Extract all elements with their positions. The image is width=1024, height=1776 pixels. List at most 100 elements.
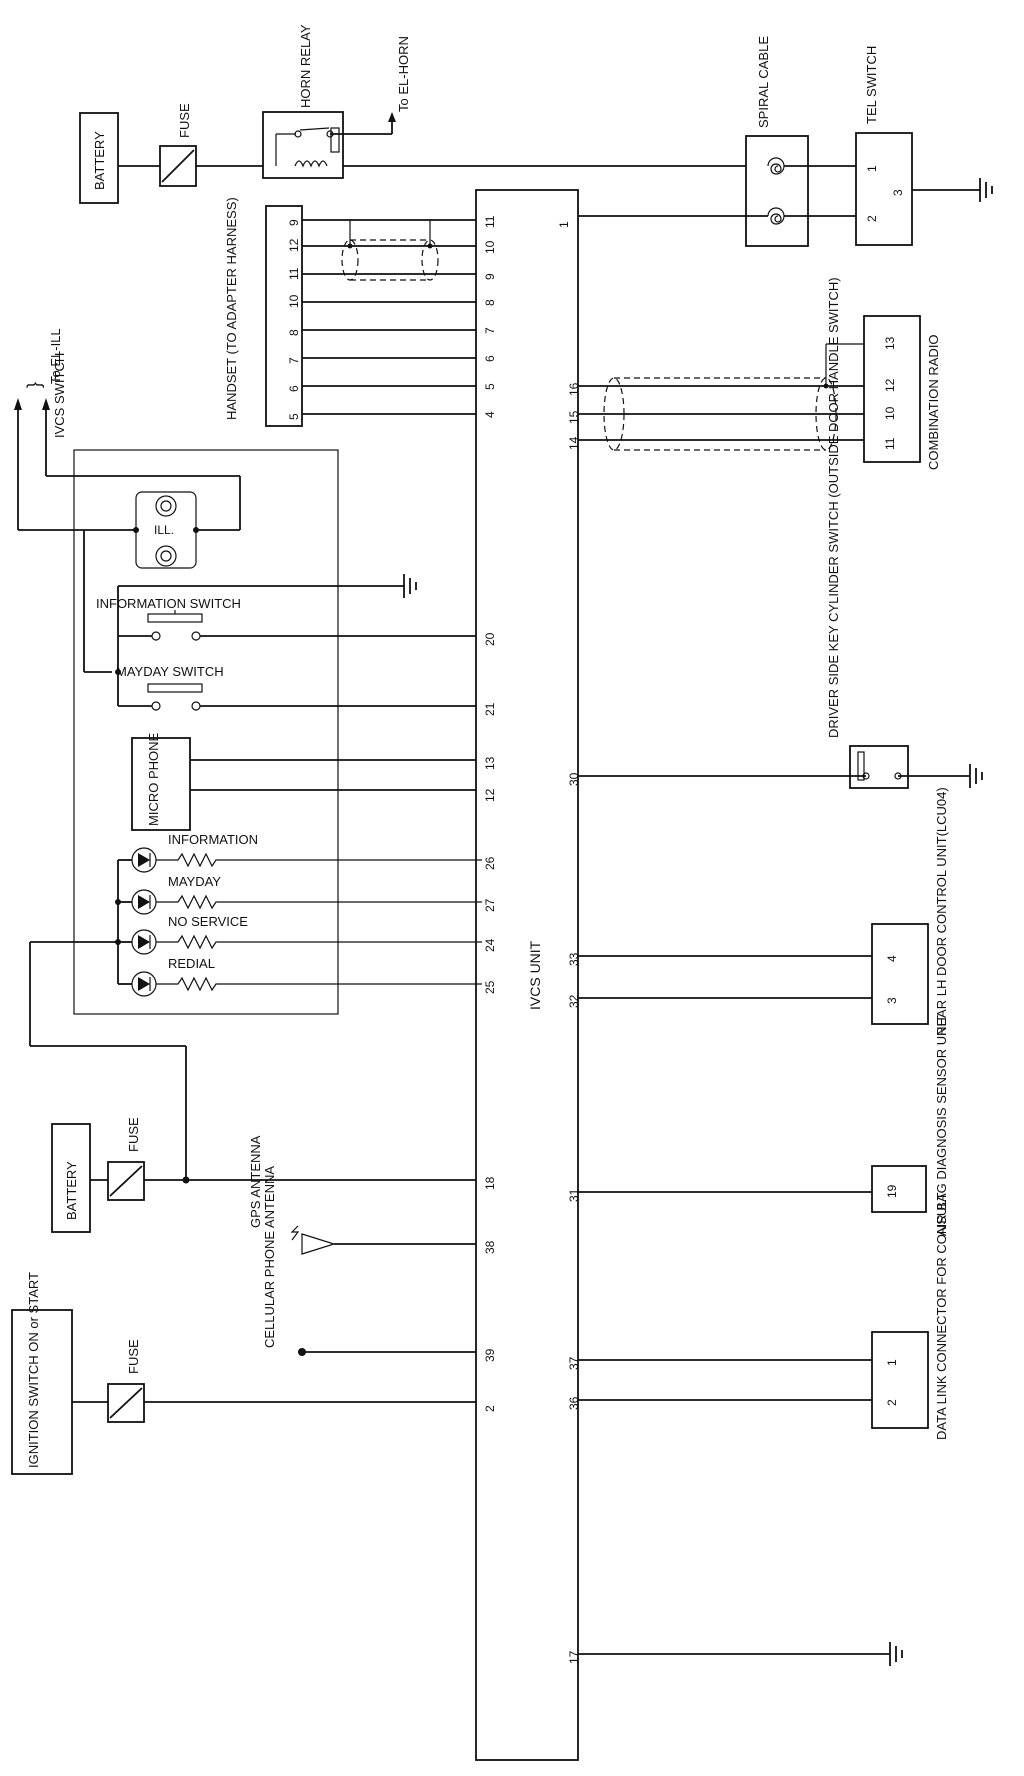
svg-text:8: 8 (483, 299, 497, 306)
rear-lh-door-control-unit: 4 3 REAR LH DOOR CONTROL UNIT(LCU04) (871, 787, 949, 1036)
svg-text:IVCS UNIT: IVCS UNIT (527, 940, 543, 1010)
tel-switch: 1 2 3 TEL SWITCH (855, 46, 913, 246)
svg-text:25: 25 (483, 980, 497, 994)
fuse-top: FUSE (159, 103, 197, 187)
svg-text:BATTERY: BATTERY (64, 1161, 79, 1220)
svg-text:REAR LH DOOR CONTROL UNIT(LCU0: REAR LH DOOR CONTROL UNIT(LCU04) (934, 787, 949, 1036)
svg-text:MICRO PHONE: MICRO PHONE (146, 733, 161, 827)
svg-text:26: 26 (483, 856, 497, 870)
led-indicators: INFORMATION MAYDAY NO SERVICE REDIAL (115, 832, 482, 997)
svg-text:COMBINATION RADIO: COMBINATION RADIO (926, 334, 941, 470)
svg-text:9: 9 (287, 219, 301, 226)
ivcs-switch-box: IVCS SWITCH (52, 353, 339, 1015)
combination-radio: 13 12 10 11 COMBINATION RADIO (863, 315, 941, 470)
svg-text:BATTERY: BATTERY (92, 131, 107, 190)
svg-text:11: 11 (883, 437, 897, 450)
svg-text:21: 21 (483, 702, 497, 716)
svg-text:7: 7 (483, 327, 497, 334)
svg-text:38: 38 (483, 1240, 497, 1254)
svg-text:13: 13 (883, 336, 897, 350)
svg-text:AIR BAG DIAGNOSIS SENSOR UNIT: AIR BAG DIAGNOSIS SENSOR UNIT (934, 1015, 949, 1236)
data-link-connector: 1 2 DATA LINK CONNECTOR FOR CONSULT (871, 1192, 949, 1440)
svg-text:MAYDAY: MAYDAY (168, 874, 221, 889)
svg-text:DATA LINK CONNECTOR FOR CONSUL: DATA LINK CONNECTOR FOR CONSULT (934, 1192, 949, 1440)
ground-icon (979, 178, 993, 202)
svg-text:32: 32 (567, 994, 581, 1008)
svg-text:2: 2 (865, 215, 879, 222)
svg-text:10: 10 (883, 406, 897, 420)
svg-text:MAYDAY SWITCH: MAYDAY SWITCH (116, 664, 224, 679)
ivcs-handset-pins: 11 10 9 8 7 6 5 4 (483, 215, 497, 418)
svg-text:13: 13 (483, 756, 497, 770)
svg-text:To EL-ILL: To EL-ILL (48, 328, 63, 384)
svg-text:16: 16 (567, 382, 581, 396)
svg-text:1: 1 (557, 221, 571, 228)
svg-text:39: 39 (483, 1348, 497, 1362)
svg-text:37: 37 (567, 1356, 581, 1370)
svg-text:14: 14 (567, 436, 581, 450)
horn-relay: HORN RELAY (262, 24, 344, 179)
svg-text:GPS ANTENNA: GPS ANTENNA (248, 1135, 263, 1228)
svg-text:17: 17 (567, 1650, 581, 1664)
mayday-switch: MAYDAY SWITCH (116, 664, 224, 711)
svg-text:19: 19 (885, 1184, 899, 1198)
svg-text:IGNITION SWITCH ON or START: IGNITION SWITCH ON or START (26, 1272, 41, 1468)
svg-text:FUSE: FUSE (126, 1339, 141, 1374)
svg-text:6: 6 (287, 385, 301, 392)
handset-connector: HANDSET (TO ADAPTER HARNESS) (224, 197, 303, 427)
svg-text:2: 2 (885, 1399, 899, 1406)
ground-icon (969, 764, 983, 788)
svg-text:10: 10 (287, 294, 301, 308)
svg-text:15: 15 (567, 410, 581, 424)
cellular-antenna: CELLULAR PHONE ANTENNA (262, 1166, 306, 1356)
svg-text:5: 5 (483, 383, 497, 390)
svg-text:24: 24 (483, 938, 497, 952)
svg-text:31: 31 (567, 1188, 581, 1202)
svg-text:TEL SWITCH: TEL SWITCH (864, 46, 879, 124)
driver-side-key-switch: DRIVER SIDE KEY CYLINDER SWITCH (OUTSIDE… (826, 277, 909, 789)
svg-text:6: 6 (483, 355, 497, 362)
svg-text:27: 27 (483, 898, 497, 912)
ground-icon (889, 1642, 903, 1666)
ignition-switch: IGNITION SWITCH ON or START (11, 1272, 73, 1475)
svg-text:}: } (24, 382, 44, 388)
handset-left-pins: 9 12 11 10 8 7 6 5 (287, 219, 301, 420)
to-el-horn: To EL-HORN (396, 36, 411, 112)
ivcs-unit: IVCS UNIT (475, 189, 579, 1761)
fuse-mid: FUSE (107, 1117, 145, 1201)
svg-text:3: 3 (885, 997, 899, 1004)
svg-text:REDIAL: REDIAL (168, 956, 215, 971)
svg-text:2: 2 (483, 1405, 497, 1412)
radio-wires (578, 343, 864, 451)
svg-text:INFORMATION: INFORMATION (168, 832, 258, 847)
svg-text:20: 20 (483, 632, 497, 646)
svg-text:5: 5 (287, 413, 301, 420)
air-bag-sensor-unit: 19 AIR BAG DIAGNOSIS SENSOR UNIT (871, 1015, 949, 1236)
svg-text:4: 4 (885, 955, 899, 962)
microphone: MICRO PHONE (131, 733, 191, 831)
svg-text:IVCS SWITCH: IVCS SWITCH (52, 353, 67, 438)
svg-text:4: 4 (483, 411, 497, 418)
svg-text:12: 12 (287, 238, 301, 252)
svg-text:HANDSET (TO ADAPTER HARNESS): HANDSET (TO ADAPTER HARNESS) (224, 197, 239, 420)
gps-antenna-icon: GPS ANTENNA (248, 1135, 337, 1255)
ill-lamp-icon: ILL. (133, 491, 199, 569)
information-switch: INFORMATION SWITCH (96, 596, 241, 641)
to-el-ill: } To EL-ILL (14, 328, 241, 531)
svg-text:CELLULAR PHONE ANTENNA: CELLULAR PHONE ANTENNA (262, 1166, 277, 1348)
led-information-icon (131, 847, 157, 873)
led-mayday-icon (131, 889, 157, 915)
battery-mid: BATTERY (51, 1123, 91, 1233)
svg-text:9: 9 (483, 273, 497, 280)
svg-text:7: 7 (287, 357, 301, 364)
svg-text:1: 1 (885, 1359, 899, 1366)
svg-text:30: 30 (567, 772, 581, 786)
battery-top: BATTERY (79, 112, 119, 204)
svg-text:FUSE: FUSE (126, 1117, 141, 1152)
svg-text:18: 18 (483, 1176, 497, 1190)
svg-text:HORN RELAY: HORN RELAY (298, 24, 313, 108)
svg-text:INFORMATION SWITCH: INFORMATION SWITCH (96, 596, 241, 611)
spiral-cable: SPIRAL CABLE (745, 36, 809, 247)
fuse-bottom: FUSE (107, 1339, 145, 1423)
svg-text:8: 8 (287, 329, 301, 336)
